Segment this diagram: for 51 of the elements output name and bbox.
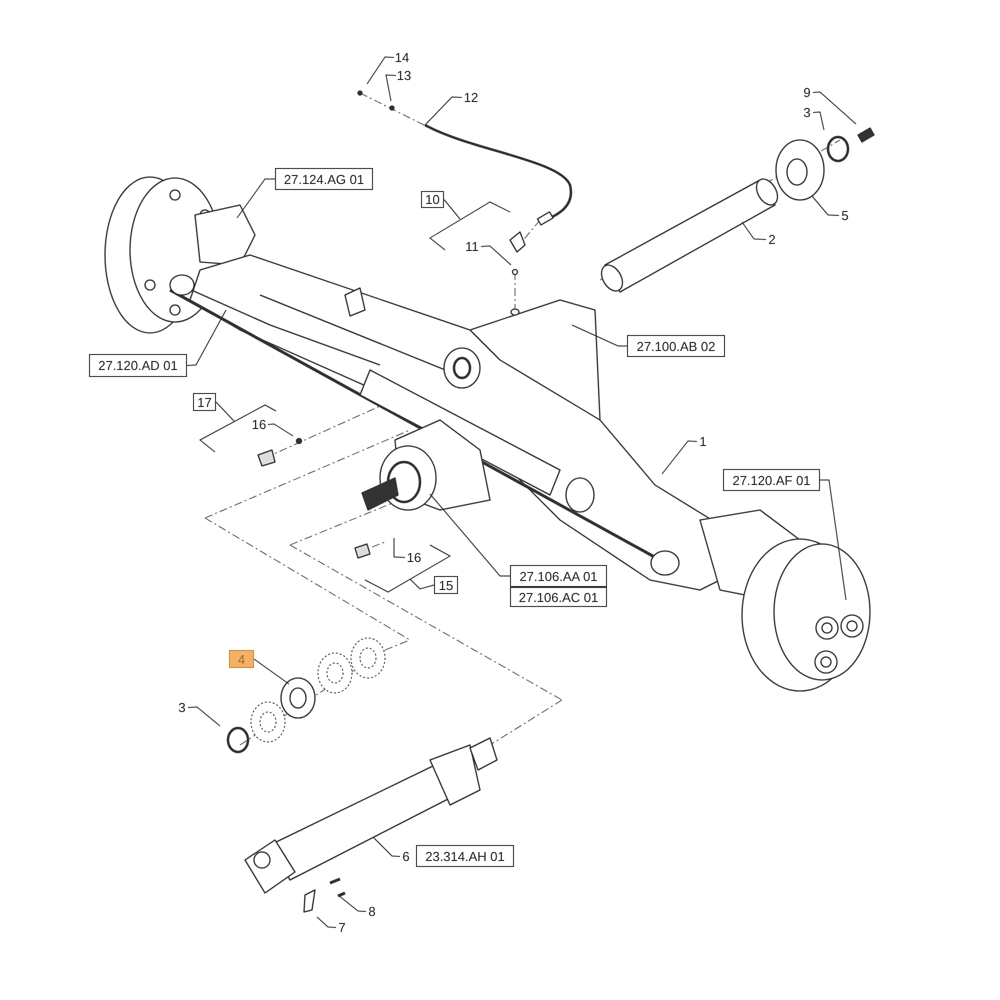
callout-number: 14 bbox=[394, 50, 410, 65]
leader-line bbox=[572, 324, 628, 346]
callout-number: 3 bbox=[801, 105, 813, 120]
leader-line bbox=[316, 916, 336, 928]
callout-number: 13 bbox=[396, 68, 412, 83]
reference-label: 27.106.AA 01 bbox=[510, 565, 607, 587]
leader-line bbox=[268, 423, 294, 436]
leader-line bbox=[444, 199, 460, 220]
leader-line bbox=[394, 538, 406, 558]
callout-number: 4 bbox=[229, 650, 254, 668]
leader-line bbox=[812, 91, 856, 124]
leader-line bbox=[186, 310, 226, 366]
leader-line bbox=[742, 222, 766, 240]
callout-number: 11 bbox=[463, 239, 481, 254]
reference-label: 15 bbox=[434, 576, 458, 594]
callout-number: 12 bbox=[462, 90, 480, 105]
reference-label: 27.124.AG 01 bbox=[275, 168, 373, 190]
callout-number: 5 bbox=[839, 208, 851, 223]
leader-line bbox=[254, 658, 290, 684]
reference-label: 17 bbox=[193, 393, 216, 411]
leader-line bbox=[424, 96, 462, 126]
leader-line bbox=[430, 494, 510, 576]
callout-number: 3 bbox=[176, 700, 188, 715]
leader-line bbox=[188, 706, 220, 726]
reference-label: 27.120.AD 01 bbox=[89, 354, 187, 377]
callout-number: 1 bbox=[697, 434, 709, 449]
reference-label: 10 bbox=[421, 191, 444, 208]
callout-number: 6 bbox=[400, 849, 412, 864]
leader-line bbox=[385, 74, 396, 102]
callout-number: 16 bbox=[405, 550, 423, 565]
bracket bbox=[364, 544, 452, 593]
reference-label: 27.120.AF 01 bbox=[723, 469, 820, 491]
callout-number: 9 bbox=[801, 85, 813, 100]
leader-line bbox=[372, 836, 400, 857]
callout-number: 7 bbox=[336, 920, 348, 935]
leader-line bbox=[480, 245, 512, 266]
leader-line bbox=[366, 56, 394, 84]
leader-line bbox=[410, 578, 434, 590]
reference-label: 23.314.AH 01 bbox=[416, 845, 514, 867]
leader-line bbox=[812, 111, 824, 130]
callout-number: 2 bbox=[766, 232, 778, 247]
leader-line bbox=[812, 196, 840, 216]
leader-line bbox=[662, 440, 698, 474]
leader-line bbox=[216, 402, 234, 422]
callout-number: 8 bbox=[366, 904, 378, 919]
leader-line bbox=[236, 178, 276, 218]
callout-number: 16 bbox=[250, 417, 268, 432]
leader-line bbox=[820, 480, 846, 600]
reference-label: 27.106.AC 01 bbox=[510, 587, 607, 607]
reference-label: 27.100.AB 02 bbox=[627, 335, 725, 357]
leader-line bbox=[338, 894, 366, 912]
